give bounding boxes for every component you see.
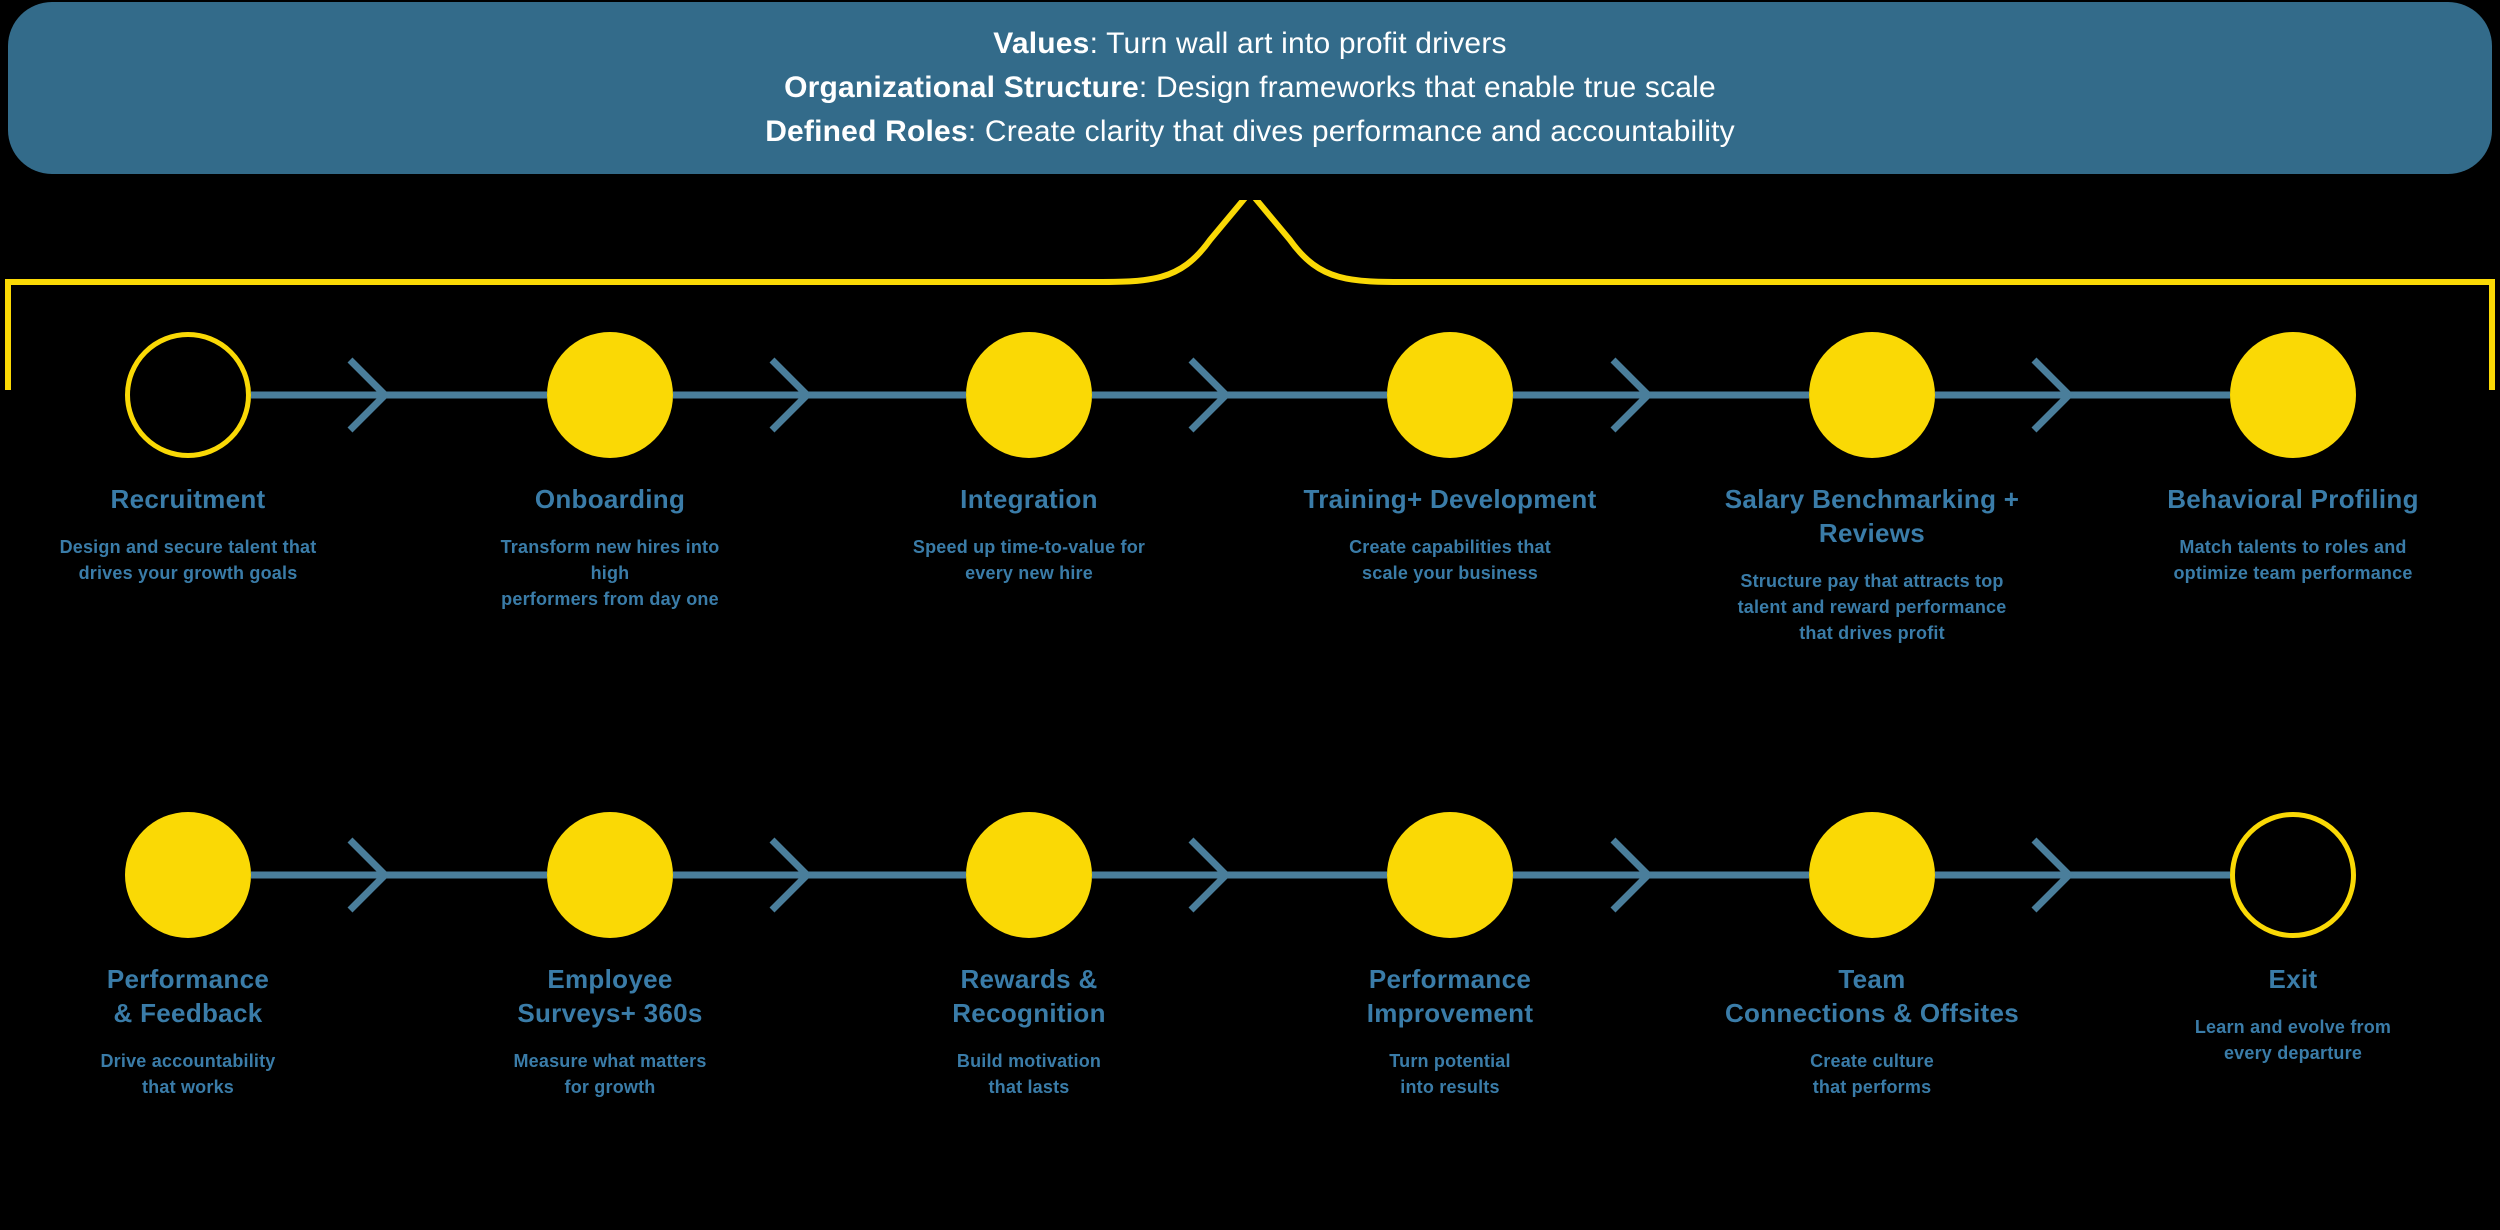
- chevron-arrow-icon: [347, 357, 390, 433]
- process-node-integration[interactable]: Integration Speed up time-to-value for e…: [899, 330, 1159, 586]
- chevron-arrow-icon: [1188, 837, 1231, 913]
- node-circle-training-development[interactable]: [1387, 332, 1513, 458]
- node-circle-wrap-rewards-recognition: [899, 810, 1159, 940]
- node-circle-wrap-exit: [2163, 810, 2423, 940]
- node-desc-rewards-recognition: Build motivation that lasts: [956, 1051, 1102, 1097]
- node-desc-employee-surveys: Measure what matters for growth: [513, 1051, 707, 1097]
- node-title-performance-feedback: Performance & Feedback: [106, 964, 270, 1028]
- row-1-connectors: [251, 357, 2230, 433]
- node-desc-performance-improvement: Turn potential into results: [1389, 1051, 1511, 1097]
- chevron-arrow-icon: [769, 357, 812, 433]
- node-circle-wrap-salary-benchmarking: [1742, 330, 2002, 460]
- node-circle-wrap-recruitment: [58, 330, 318, 460]
- node-desc-exit: Learn and evolve from every departure: [2194, 1017, 2392, 1063]
- chevron-arrow-icon: [769, 837, 812, 913]
- node-circle-exit[interactable]: [2230, 812, 2356, 938]
- node-desc-onboarding: Transform new hires into high performers…: [500, 537, 720, 609]
- node-desc-team-connections: Create culture that performs: [1810, 1051, 1934, 1097]
- process-node-exit[interactable]: Exit Learn and evolve from every departu…: [2163, 810, 2423, 1066]
- header-line-org-structure: Organizational Structure: Design framewo…: [784, 66, 1716, 110]
- node-circle-wrap-behavioral-profiling: [2163, 330, 2423, 460]
- chevron-arrow-icon: [2031, 357, 2074, 433]
- node-title-integration: Integration: [960, 484, 1098, 514]
- process-node-performance-feedback[interactable]: Performance & Feedback Drive accountabil…: [58, 810, 318, 1100]
- node-circle-wrap-integration: [899, 330, 1159, 460]
- header-text-org-structure: : Design frameworks that enable true sca…: [1138, 71, 1716, 104]
- node-circle-performance-feedback[interactable]: [125, 812, 251, 938]
- process-node-employee-surveys[interactable]: Employee Surveys+ 360s Measure what matt…: [480, 810, 740, 1100]
- node-circle-wrap-onboarding: [480, 330, 740, 460]
- header-text-defined-roles: : Create clarity that dives performance …: [967, 115, 1735, 148]
- node-desc-integration: Speed up time-to-value for every new hir…: [912, 537, 1146, 583]
- process-node-team-connections[interactable]: Team Connections & Offsites Create cultu…: [1725, 810, 2019, 1100]
- node-circle-performance-improvement[interactable]: [1387, 812, 1513, 938]
- chevron-arrow-icon: [1188, 357, 1231, 433]
- node-circle-rewards-recognition[interactable]: [966, 812, 1092, 938]
- node-circle-salary-benchmarking[interactable]: [1809, 332, 1935, 458]
- node-circle-behavioral-profiling[interactable]: [2230, 332, 2356, 458]
- header-label-values: Values: [993, 27, 1090, 60]
- node-title-behavioral-profiling: Behavioral Profiling: [2167, 484, 2419, 514]
- node-desc-behavioral-profiling: Match talents to roles and optimize team…: [2173, 537, 2413, 583]
- row-2-connectors: [251, 837, 2230, 913]
- node-desc-training-development: Create capabilities that scale your busi…: [1349, 537, 1551, 583]
- node-circle-wrap-performance-improvement: [1320, 810, 1580, 940]
- header-line-values: Values: Turn wall art into profit driver…: [993, 22, 1506, 66]
- node-title-performance-improvement: Performance Improvement: [1366, 964, 1534, 1028]
- node-circle-team-connections[interactable]: [1809, 812, 1935, 938]
- process-node-rewards-recognition[interactable]: Rewards & Recognition Build motivation t…: [899, 810, 1159, 1100]
- process-node-salary-benchmarking[interactable]: Salary Benchmarking + Reviews Structure …: [1725, 330, 2019, 646]
- chevron-arrow-icon: [347, 837, 390, 913]
- node-circle-onboarding[interactable]: [547, 332, 673, 458]
- process-row-2: Performance & Feedback Drive accountabil…: [0, 810, 2500, 1210]
- chevron-arrow-icon: [1610, 837, 1653, 913]
- node-title-recruitment: Recruitment: [110, 484, 266, 514]
- process-row-1: Recruitment Design and secure talent tha…: [0, 330, 2500, 750]
- header-label-org-structure: Organizational Structure: [784, 71, 1139, 104]
- node-circle-recruitment[interactable]: [125, 332, 251, 458]
- node-title-exit: Exit: [2268, 964, 2318, 994]
- node-circle-employee-surveys[interactable]: [547, 812, 673, 938]
- node-title-rewards-recognition: Rewards & Recognition: [952, 964, 1106, 1028]
- node-circle-integration[interactable]: [966, 332, 1092, 458]
- node-title-training-development: Training+ Development: [1303, 484, 1597, 514]
- node-desc-salary-benchmarking: Structure pay that attracts top talent a…: [1737, 571, 2007, 643]
- header-text-values: : Turn wall art into profit drivers: [1089, 27, 1507, 60]
- process-node-behavioral-profiling[interactable]: Behavioral Profiling Match talents to ro…: [2163, 330, 2423, 586]
- node-desc-recruitment: Design and secure talent that drives you…: [59, 537, 317, 583]
- header-line-defined-roles: Defined Roles: Create clarity that dives…: [765, 110, 1735, 154]
- node-title-team-connections: Team Connections & Offsites: [1724, 964, 2020, 1028]
- process-node-onboarding[interactable]: Onboarding Transform new hires into high…: [480, 330, 740, 612]
- node-circle-wrap-performance-feedback: [58, 810, 318, 940]
- chevron-arrow-icon: [2031, 837, 2074, 913]
- node-circle-wrap-employee-surveys: [480, 810, 740, 940]
- node-circle-wrap-training-development: [1320, 330, 1580, 460]
- process-node-training-development[interactable]: Training+ Development Create capabilitie…: [1303, 330, 1596, 586]
- header-banner: Values: Turn wall art into profit driver…: [8, 2, 2492, 174]
- node-title-onboarding: Onboarding: [534, 484, 686, 514]
- node-title-salary-benchmarking: Salary Benchmarking + Reviews: [1724, 484, 2020, 548]
- node-circle-wrap-team-connections: [1742, 810, 2002, 940]
- header-label-defined-roles: Defined Roles: [765, 115, 968, 148]
- process-node-recruitment[interactable]: Recruitment Design and secure talent tha…: [58, 330, 318, 586]
- process-node-performance-improvement[interactable]: Performance Improvement Turn potential i…: [1320, 810, 1580, 1100]
- chevron-arrow-icon: [1610, 357, 1653, 433]
- node-desc-performance-feedback: Drive accountability that works: [100, 1051, 276, 1097]
- node-title-employee-surveys: Employee Surveys+ 360s: [517, 964, 703, 1028]
